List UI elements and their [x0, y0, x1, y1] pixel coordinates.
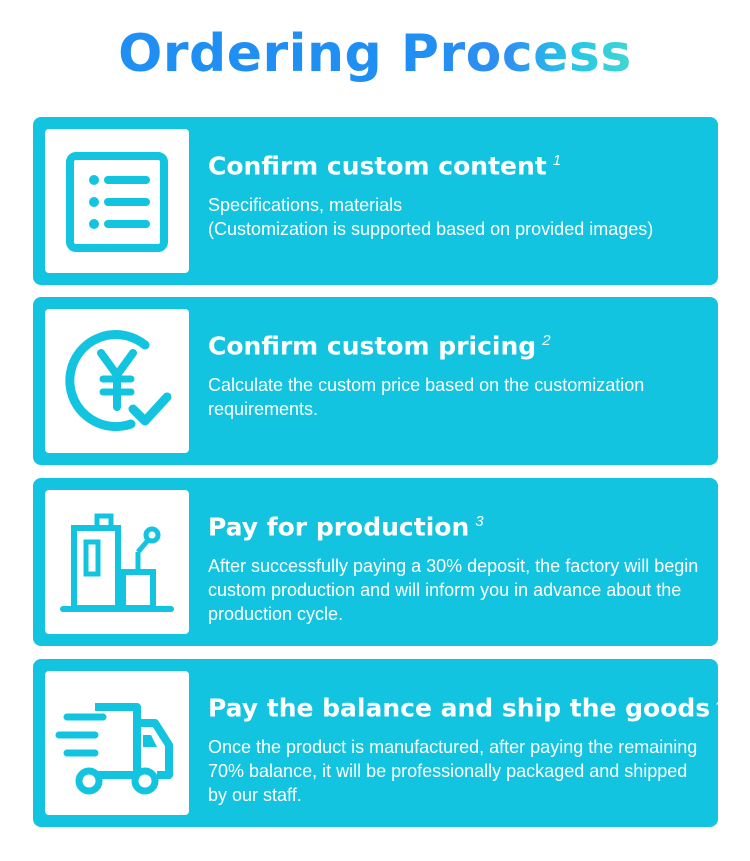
page-title: Ordering Process	[0, 18, 750, 90]
step-title: Confirm custom content 1	[208, 145, 561, 182]
step-title: Confirm custom pricing 2	[208, 325, 551, 362]
step-number: 4	[716, 694, 725, 711]
factory-production-icon	[60, 513, 174, 612]
step-icon-box	[45, 309, 189, 453]
list-document-icon	[66, 152, 168, 252]
step-title-text: Pay the balance and ship the goods	[208, 693, 711, 723]
step-description: Calculate the custom price based on the …	[208, 375, 645, 419]
page-title-word-process: Process	[400, 24, 632, 84]
step-title-text: Confirm custom pricing	[208, 331, 537, 361]
step-icon-box	[45, 490, 189, 634]
step-title: Pay the balance and ship the goods 4	[208, 687, 725, 724]
step-description: After successfully paying a 30% deposit,…	[208, 556, 699, 624]
delivery-truck-icon	[55, 703, 173, 795]
step-icon-box	[45, 671, 189, 815]
step-card-4: Pay the balance and ship the goods 4 Once…	[33, 659, 725, 827]
page-title-word-ordering: Ordering	[118, 24, 383, 84]
step-title: Pay for production 3	[208, 506, 484, 543]
step-card-1: Confirm custom content 1 Specifications, …	[33, 117, 718, 285]
step-number: 1	[552, 152, 562, 169]
step-number: 3	[475, 513, 484, 530]
step-icon-box	[45, 129, 189, 273]
step-title-text: Confirm custom content	[208, 151, 547, 181]
step-card-2: Confirm custom pricing 2 Calculate the cu…	[33, 297, 718, 465]
step-title-text: Pay for production	[208, 512, 470, 542]
step-description: Specifications, materials (Customization…	[208, 195, 654, 239]
step-description: Once the product is manufactured, after …	[208, 737, 698, 805]
step-number: 2	[542, 332, 551, 349]
step-card-3: Pay for production 3 After successfully p…	[33, 478, 718, 646]
yen-check-icon	[65, 330, 172, 432]
